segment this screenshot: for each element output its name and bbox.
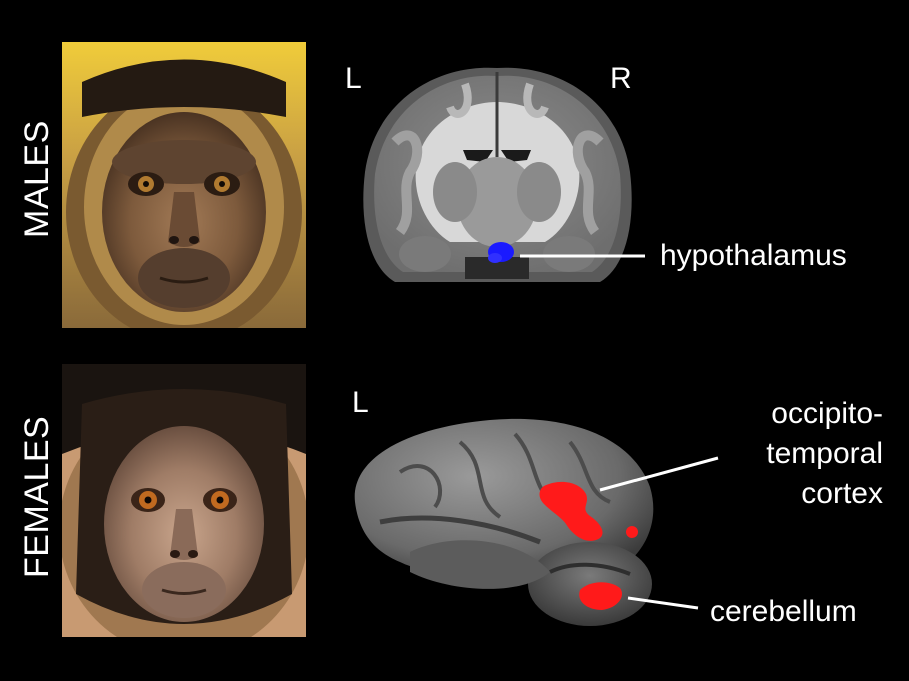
- occipito-line-2: temporal: [766, 437, 883, 470]
- occipito-temporal-label: occipito- temporal cortex: [766, 394, 883, 514]
- males-label: MALES: [18, 120, 56, 238]
- female-monkey-photo: [62, 364, 306, 637]
- coronal-left-label: L: [345, 62, 362, 95]
- coronal-right-label: R: [610, 62, 632, 95]
- hypothalamus-label: hypothalamus: [660, 239, 847, 272]
- occipito-line-3: cortex: [801, 477, 883, 510]
- cerebellum-label: cerebellum: [710, 595, 857, 628]
- females-label: FEMALES: [18, 415, 56, 578]
- occipito-line-1: occipito-: [771, 397, 883, 430]
- lateral-brain-view: [340, 412, 665, 630]
- male-monkey-photo: [62, 42, 306, 328]
- lateral-left-label: L: [352, 386, 369, 419]
- coronal-brain-slice: [355, 62, 640, 302]
